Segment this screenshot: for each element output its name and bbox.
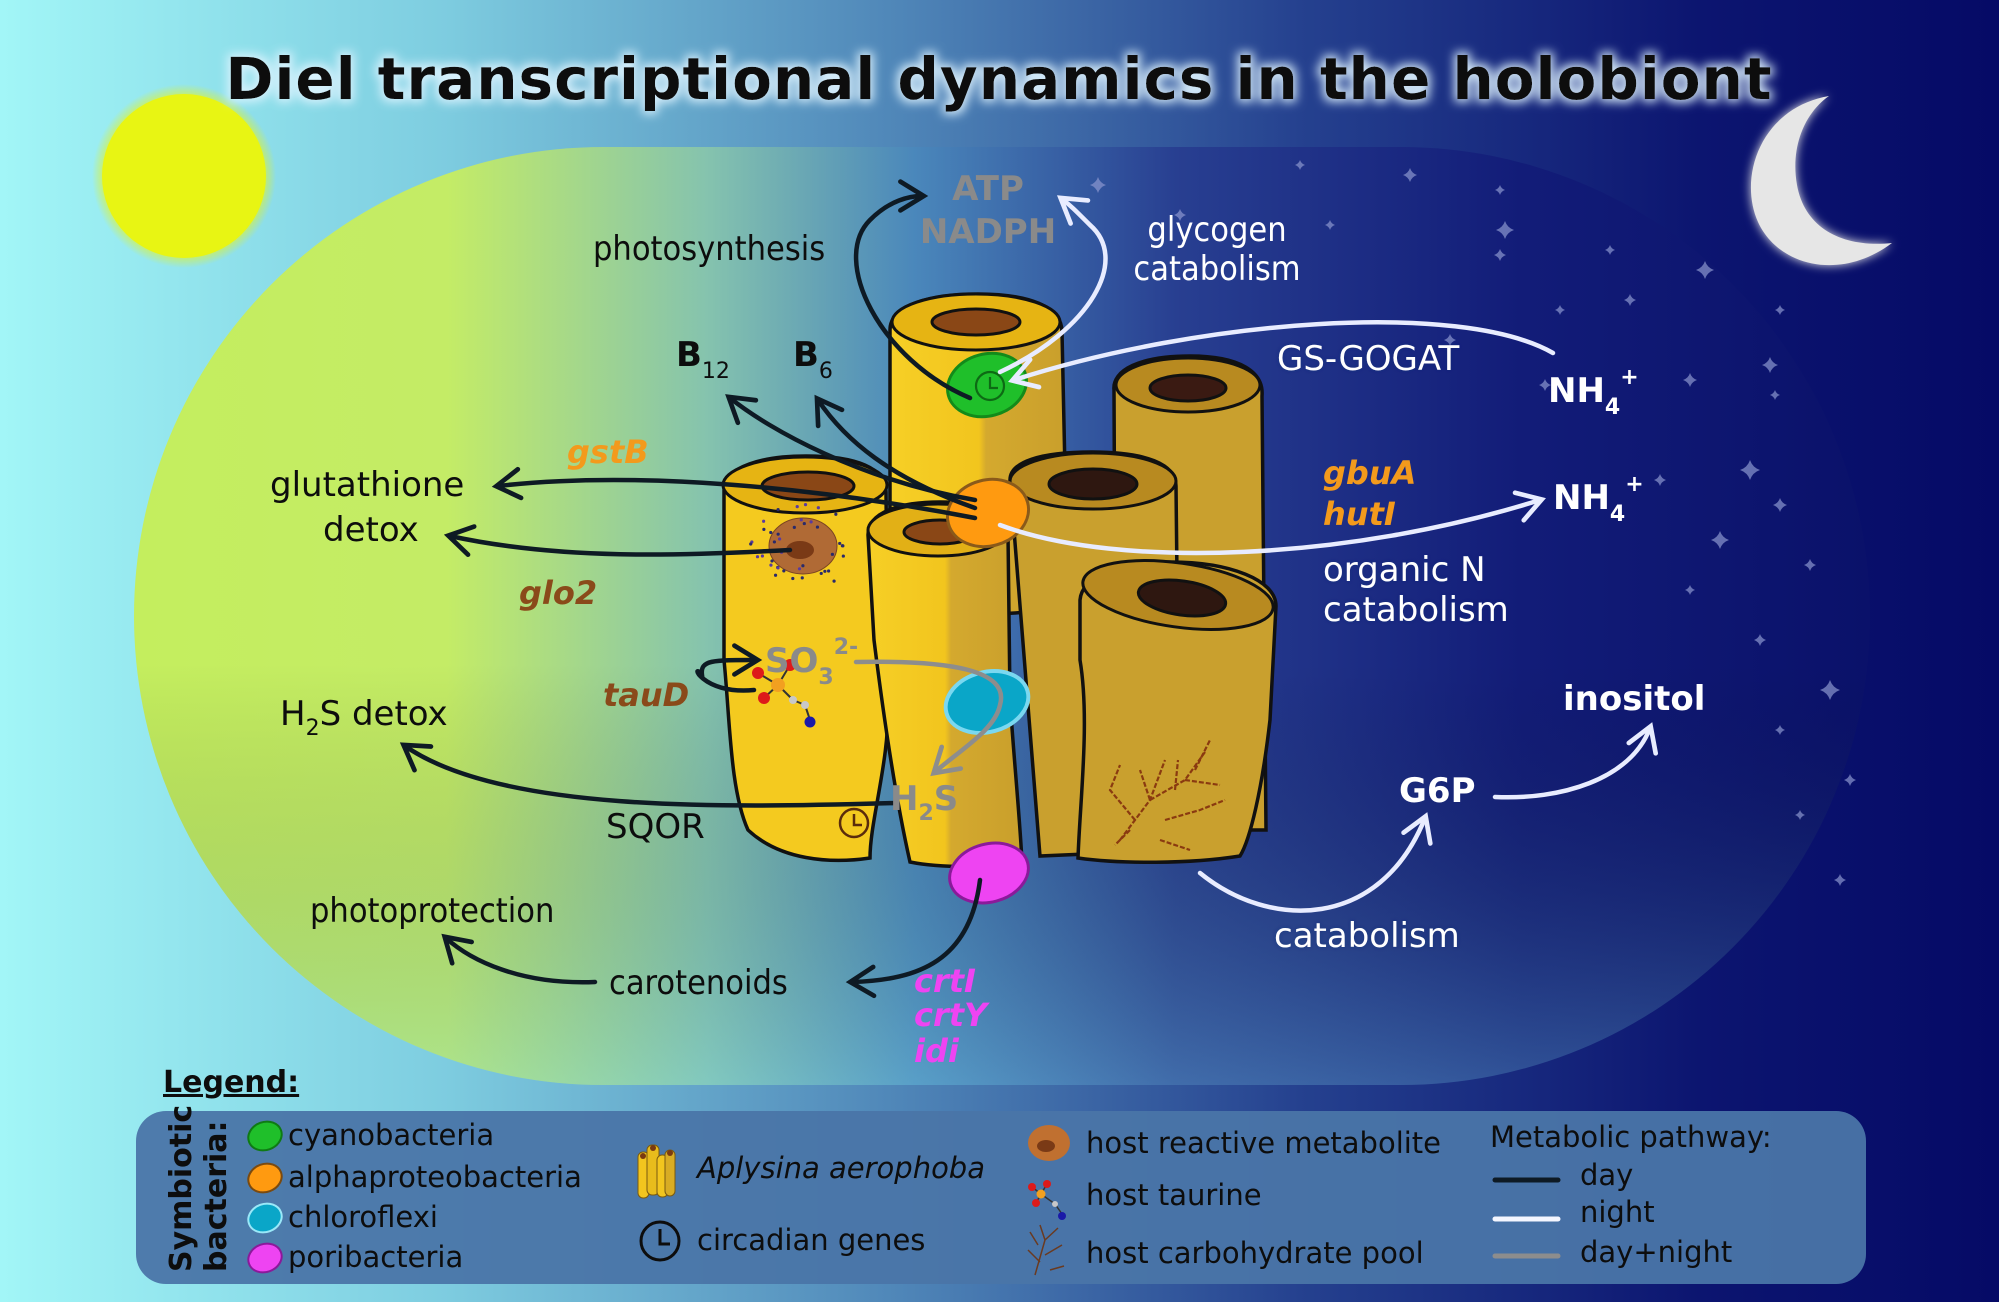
legend-item-alphaproteobacteria: alphaproteobacteria (244, 1159, 582, 1197)
legend-sponge-label: Aplysina aerophoba (695, 1151, 985, 1185)
metabolite-dot (777, 533, 780, 536)
metabolite-dot (804, 503, 807, 506)
label-crtI: crtI (914, 962, 976, 1000)
svg-text:day: day (1580, 1158, 1633, 1192)
metabolite-dot (762, 520, 765, 523)
metabolite-dot (809, 520, 812, 523)
metabolite-dot (756, 555, 759, 558)
label-photosynthesis: photosynthesis (593, 229, 825, 269)
label-catabolism: catabolism (1274, 916, 1460, 956)
label-gbuA: gbuA (1323, 454, 1416, 492)
label-organic-n: organic N (1323, 550, 1486, 590)
label-crtY: crtY (914, 996, 990, 1034)
legend-circadian-label: circadian genes (697, 1223, 925, 1257)
metabolite-dot (827, 569, 830, 572)
label-inositol: inositol (1563, 679, 1705, 719)
metabolite-dot (801, 576, 804, 579)
legend-host-reactive-label: host reactive metabolite (1086, 1126, 1441, 1160)
metabolite-dot (769, 531, 772, 534)
metabolite-dot (774, 574, 777, 577)
metabolite-dot (798, 567, 801, 570)
svg-text:night: night (1580, 1195, 1655, 1229)
metabolite-dot (834, 513, 837, 516)
metabolite-dot (793, 526, 796, 529)
metabolite-dot (832, 580, 835, 583)
metabolite-dot (841, 544, 844, 547)
svg-text:alphaproteobacteria: alphaproteobacteria (288, 1160, 582, 1194)
label-hutI: hutI (1323, 495, 1396, 533)
metabolite-dot (831, 553, 834, 556)
label-glycogen-catabolism: catabolism (1133, 249, 1300, 289)
label-nadph: NADPH (920, 212, 1056, 252)
metabolite-dot (773, 540, 776, 543)
label-h2s-detox: H2S detox (280, 694, 448, 741)
label-glycogen: glycogen (1147, 210, 1286, 250)
metabolite-dot (749, 542, 752, 545)
metabolite-dot (820, 572, 823, 575)
metabolite-dot (769, 564, 772, 567)
label-glutathione: glutathione (270, 465, 464, 505)
sun-disc (102, 94, 266, 258)
host-reactive-metabolite-swatch (1028, 1125, 1070, 1161)
label-g6p: G6P (1399, 771, 1475, 811)
label-glutathione-detox: detox (323, 510, 419, 550)
metabolite-dot (776, 566, 779, 569)
label-idi: idi (914, 1032, 960, 1070)
label-sqor: SQOR (606, 807, 705, 847)
metabolite-dot (842, 554, 845, 557)
metabolite-dot (796, 505, 799, 508)
svg-text:day+night: day+night (1580, 1235, 1732, 1269)
legend-host-taurine-label: host taurine (1086, 1178, 1262, 1212)
metabolite-dot (838, 542, 841, 545)
metabolite-dot (817, 506, 820, 509)
metabolite-dot (816, 525, 819, 528)
metabolite-dot (770, 559, 773, 562)
label-tauD: tauD (603, 676, 689, 714)
metabolite-dot (782, 569, 785, 572)
metabolite-dot (823, 570, 826, 573)
sponge-icon (638, 1145, 675, 1198)
legend-bacteria-label: bacteria: (199, 1120, 234, 1272)
svg-text:poribacteria: poribacteria (288, 1240, 463, 1274)
metabolite-dot (776, 508, 779, 511)
legend-symbiotic-label: Symbiotic (164, 1105, 199, 1272)
page-title: Diel transcriptional dynamics in the hol… (225, 45, 1772, 113)
metabolite-dot (791, 577, 794, 580)
svg-text:cyanobacteria: cyanobacteria (288, 1118, 494, 1152)
metabolite-dot (778, 537, 781, 540)
legend-heading: Legend: (163, 1065, 299, 1100)
label-carotenoids: carotenoids (609, 963, 788, 1003)
metabolite-dot (800, 518, 803, 521)
label-organic-n-catabolism: catabolism (1323, 590, 1509, 630)
metabolite-dot (803, 522, 806, 525)
legend-host-carbohydrate-label: host carbohydrate pool (1086, 1236, 1424, 1270)
label-gstB: gstB (567, 433, 649, 471)
label-gs-gogat: GS-GOGAT (1277, 339, 1460, 379)
label-glo2: glo2 (519, 574, 597, 612)
metabolite-dot (761, 554, 764, 557)
svg-text:chloroflexi: chloroflexi (288, 1200, 438, 1234)
label-atp: ATP (952, 169, 1024, 209)
label-photoprotection: photoprotection (310, 891, 554, 931)
metabolite-dot (762, 528, 765, 531)
legend-pathway-title: Metabolic pathway: (1490, 1120, 1772, 1154)
metabolite-dot (801, 564, 804, 567)
